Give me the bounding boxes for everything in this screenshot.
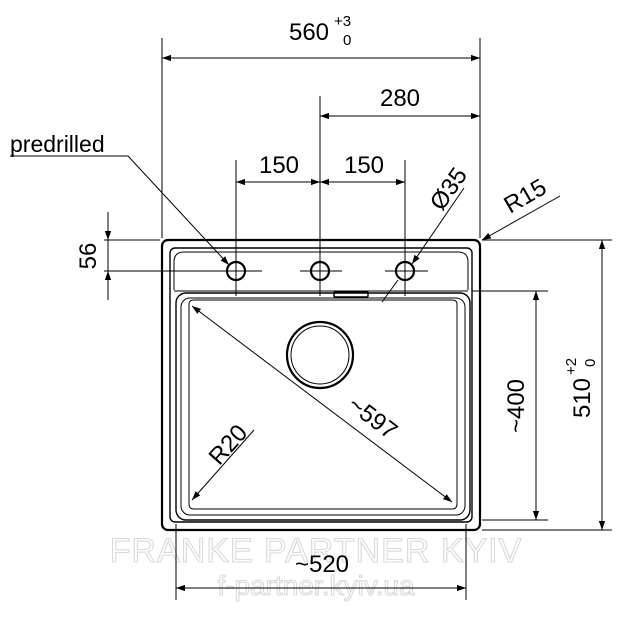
sink-outline — [160, 238, 482, 532]
tap-offset-label: 280 — [380, 85, 420, 112]
overall-depth-tol-upper: +2 — [563, 358, 580, 375]
tap-holes — [216, 260, 428, 282]
outer-radius-label: R15 — [500, 174, 552, 219]
bowl-depth-label: ~400 — [503, 379, 530, 433]
overall-width-tol-upper: +3 — [334, 13, 351, 30]
bowl-radius-label: R20 — [204, 420, 254, 471]
overall-width-label: 560 — [289, 19, 329, 46]
overall-width-tol-lower: 0 — [343, 32, 351, 49]
hole-diameter-label: Ø35 — [425, 163, 473, 216]
overall-depth-tol-lower: 0 — [582, 359, 599, 367]
dimension-labels: 560 +3 0 280 150 150 predrilled Ø35 R15 … — [10, 13, 599, 578]
edge-to-holes-label: 56 — [75, 243, 102, 270]
predrilled-label: predrilled — [10, 131, 105, 157]
dimension-lines — [104, 54, 606, 592]
bowl-width-label: ~520 — [295, 551, 349, 578]
leader-lines — [10, 155, 561, 501]
drain-outlet — [285, 320, 355, 390]
watermark-line1: FRANKE PARTNER KYIV — [110, 532, 523, 570]
overall-depth-label: 510 — [569, 378, 596, 418]
hole-spacing-right-label: 150 — [344, 152, 384, 179]
bowl-diagonal-label: ~597 — [343, 391, 402, 445]
hole-spacing-left-label: 150 — [259, 152, 299, 179]
